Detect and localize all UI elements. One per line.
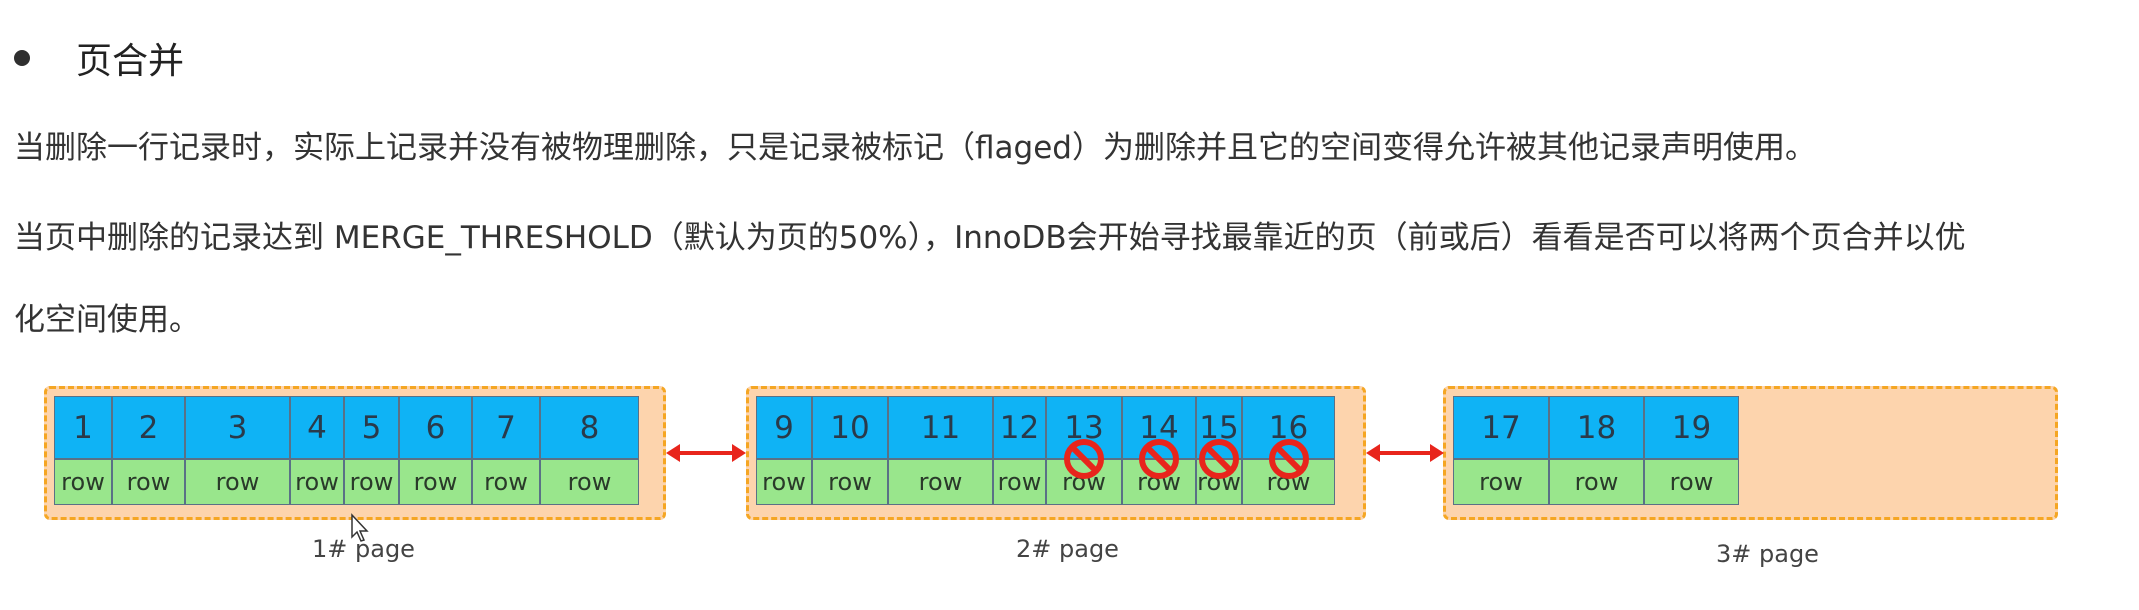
page-2-label: 2# page xyxy=(1016,535,1119,563)
record-row-cell: row xyxy=(1549,459,1644,505)
record-id-cell: 4 xyxy=(290,396,344,459)
record-row-cell: row xyxy=(888,459,993,505)
record-row-cell: row xyxy=(540,459,639,505)
record-row-cell: row xyxy=(54,459,112,505)
paragraph-merge-threshold-line2: 化空间使用。 xyxy=(14,302,200,338)
record-id-cell: 17 xyxy=(1453,396,1549,459)
record-row-cell: row xyxy=(472,459,540,505)
record-id-cell: 16 xyxy=(1242,396,1335,459)
record-row-cell: row xyxy=(185,459,290,505)
record-id-cell: 11 xyxy=(888,396,993,459)
no-entry-icon xyxy=(1139,439,1179,479)
record-row-cell: row xyxy=(1453,459,1549,505)
record-row-cell: row xyxy=(290,459,344,505)
record-row-cell: row xyxy=(112,459,185,505)
no-entry-icon xyxy=(1064,439,1104,479)
record-id-cell: 9 xyxy=(756,396,812,459)
record-row-cell: row xyxy=(812,459,888,505)
record-row-cell: row xyxy=(399,459,472,505)
record-id-cell: 12 xyxy=(993,396,1046,459)
record-id-cell: 8 xyxy=(540,396,639,459)
heading-title: 页合并 xyxy=(76,41,185,82)
section-heading: 页合并 xyxy=(14,28,184,88)
paragraph-merge-threshold-line1: 当页中删除的记录达到 MERGE_THRESHOLD（默认为页的50%），Inn… xyxy=(14,220,1966,256)
record-id-cell: 6 xyxy=(399,396,472,459)
record-id-cell: 19 xyxy=(1644,396,1739,459)
record-id-cell: 18 xyxy=(1549,396,1644,459)
record-id-cell: 10 xyxy=(812,396,888,459)
record-id-cell: 7 xyxy=(472,396,540,459)
record-id-cell: 3 xyxy=(185,396,290,459)
record-row-cell: row xyxy=(993,459,1046,505)
mouse-cursor-icon xyxy=(351,513,369,542)
double-arrow-icon xyxy=(666,444,746,462)
record-row-cell: row xyxy=(1242,459,1335,505)
no-entry-icon xyxy=(1268,439,1309,479)
page-3-label: 3# page xyxy=(1716,540,1819,568)
record-row-cell: row xyxy=(1644,459,1739,505)
record-row-cell: row xyxy=(756,459,812,505)
record-row-cell: row xyxy=(344,459,399,505)
bullet-icon xyxy=(14,50,30,66)
record-id-cell: 5 xyxy=(344,396,399,459)
no-entry-icon xyxy=(1199,439,1239,479)
record-id-cell: 2 xyxy=(112,396,185,459)
paragraph-delete-explanation: 当删除一行记录时，实际上记录并没有被物理删除，只是记录被标记（flaged）为删… xyxy=(14,130,1816,166)
record-id-cell: 1 xyxy=(54,396,112,459)
double-arrow-icon xyxy=(1366,444,1444,462)
